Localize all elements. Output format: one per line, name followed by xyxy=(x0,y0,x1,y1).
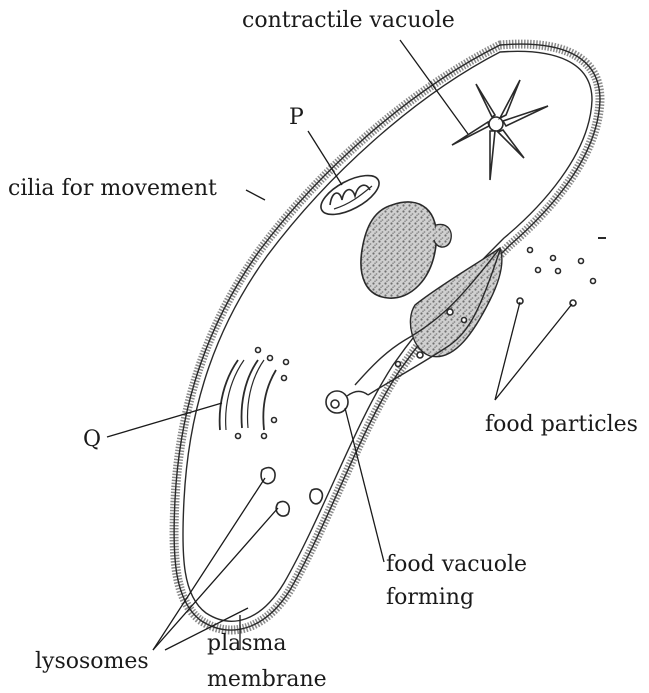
label-cilia-for-movement: cilia for movement xyxy=(8,176,217,201)
nucleus xyxy=(361,202,451,298)
cell-outline-outer xyxy=(174,44,600,630)
label-plasma-membrane-line2: membrane xyxy=(207,667,327,692)
label-p: P xyxy=(289,105,304,130)
lysosomes-group xyxy=(261,468,322,516)
labels: contractile vacuole P cilia for movement… xyxy=(8,8,638,692)
contractile-vacuole xyxy=(452,80,548,180)
organelle-q xyxy=(220,348,289,439)
label-contractile-vacuole: contractile vacuole xyxy=(242,8,455,33)
cell-outline-inner xyxy=(183,51,592,621)
label-food-vacuole-line1: food vacuole xyxy=(386,552,527,577)
label-food-vacuole-line2: forming xyxy=(386,585,474,610)
label-q: Q xyxy=(83,427,101,452)
cell-body xyxy=(174,44,600,630)
label-lysosomes: lysosomes xyxy=(35,649,149,674)
cilia-band xyxy=(174,44,600,630)
label-food-particles: food particles xyxy=(485,412,638,437)
label-plasma-membrane-line1: plasma xyxy=(207,631,287,656)
food-particles-group xyxy=(517,238,606,306)
food-vacuole-forming xyxy=(326,391,368,413)
